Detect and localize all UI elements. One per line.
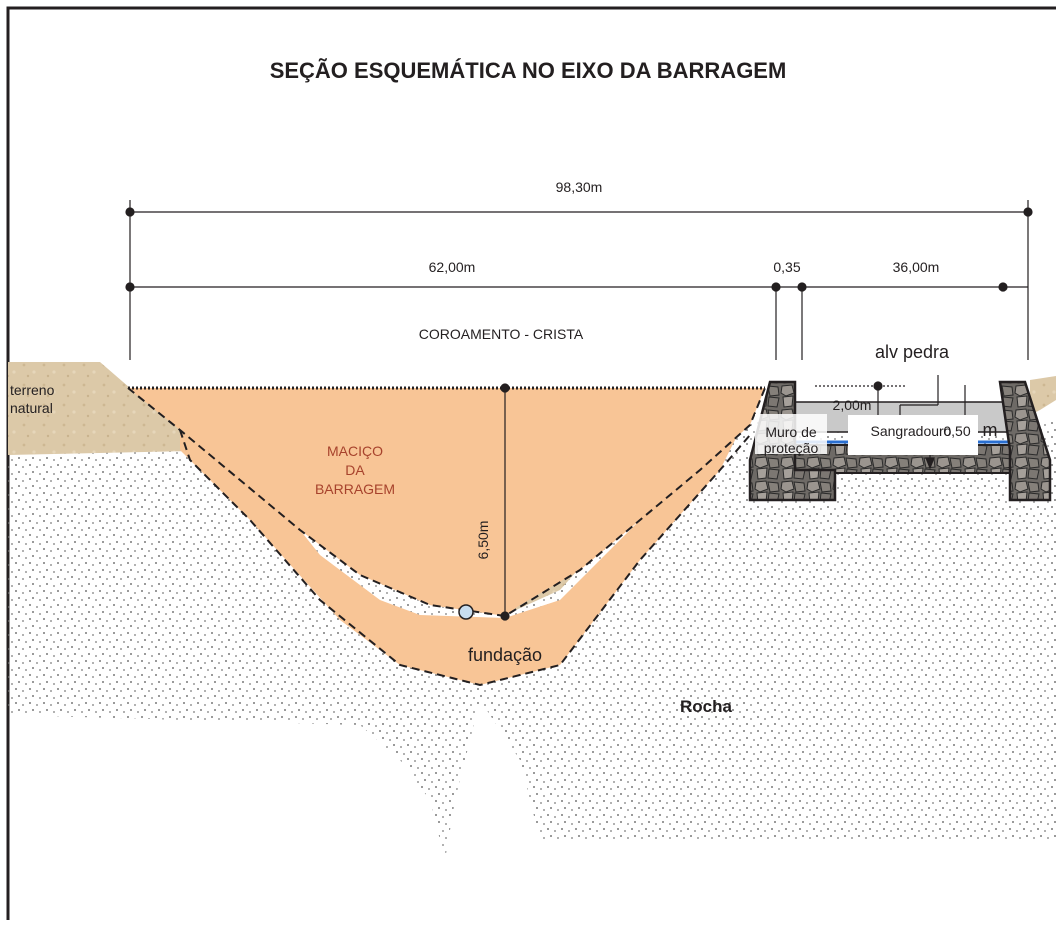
foundation-label: fundação [468, 645, 542, 665]
foundation-dashed-outline [179, 429, 751, 687]
total-width-label: 98,30m [556, 179, 603, 195]
wall-gap-label: 0,35 [773, 259, 800, 275]
dam-body-label-2: DA [345, 462, 365, 478]
drain-pipe [458, 604, 474, 620]
dimension-lines [125, 200, 1033, 621]
natural-ground-label-1: terreno [10, 382, 55, 398]
small-depth-unit: m [983, 420, 998, 440]
dam-body-label-3: BARRAGEM [315, 481, 395, 497]
protection-wall-label-1: Muro de [765, 424, 817, 440]
crest-width-label: 62,00m [429, 259, 476, 275]
dam-body [128, 388, 765, 616]
stone-masonry-label: alv pedra [875, 342, 950, 362]
small-depth-label: 0,50 [943, 423, 970, 439]
crest-label: COROAMENTO - CRISTA [419, 326, 584, 342]
sangradouro-bg [848, 415, 978, 455]
dam-body-label-1: MACIÇO [327, 443, 383, 459]
diagram-title: SEÇÃO ESQUEMÁTICA NO EIXO DA BARRAGEM [270, 58, 787, 83]
spillway-depth-label: 2,00m [833, 397, 872, 413]
foundation-area [180, 425, 740, 685]
rock-label: Rocha [680, 697, 733, 716]
alv-pedra-bg [826, 333, 998, 369]
natural-ground-label-2: natural [10, 400, 53, 416]
muro-bg [755, 414, 827, 454]
spillway-width-label: 36,00m [893, 259, 940, 275]
dam-dashed-outline [127, 387, 766, 618]
natural-ground-right [1030, 376, 1056, 415]
height-label: 6,50m [475, 521, 491, 560]
spillway-right-wall [998, 380, 1052, 502]
protection-wall-label-2: proteção [764, 440, 819, 456]
spillway-label: Sangradouro [871, 423, 952, 439]
